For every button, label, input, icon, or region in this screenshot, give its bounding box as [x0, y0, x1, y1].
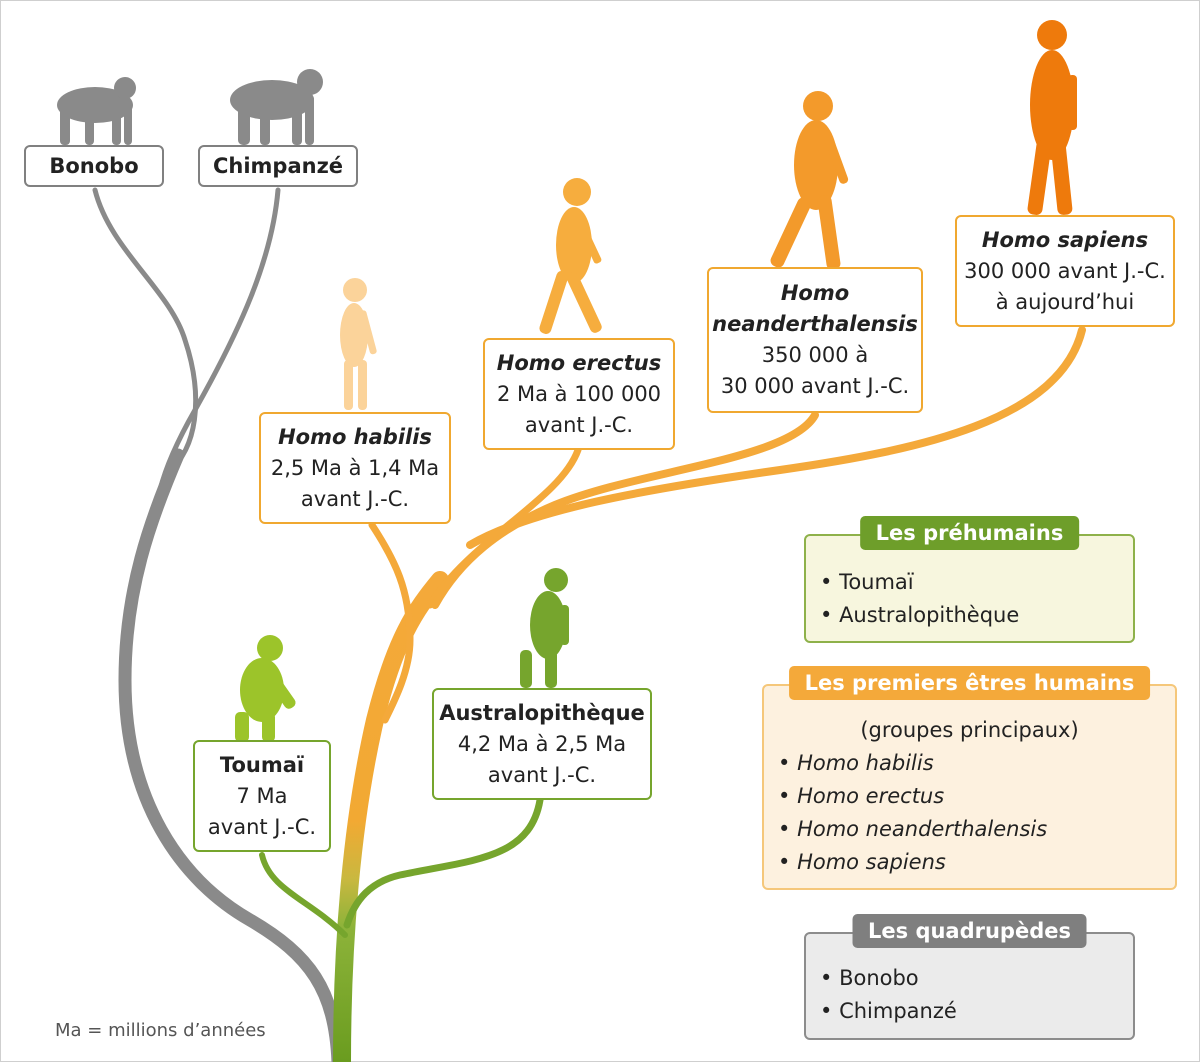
- branch-gray-stem: [118, 448, 345, 1062]
- node-homo-erectus-name: Homo erectus: [496, 350, 662, 375]
- node-homo-habilis-name: Homo habilis: [278, 424, 432, 449]
- node-chimpanze: Chimpanzé: [198, 145, 358, 187]
- node-homo-sapiens-date2: à aujourd’hui: [995, 289, 1135, 314]
- node-homo-sapiens: Homo sapiens 300 000 avant J.-C. à aujou…: [955, 215, 1175, 327]
- branch-hominines: [259, 326, 1086, 1062]
- node-homo-erectus-date2: avant J.-C.: [524, 412, 634, 437]
- legend-premiers-humains: Les premiers êtres humains (groupes prin…: [762, 666, 1177, 890]
- node-bonobo-name: Bonobo: [49, 153, 139, 178]
- node-toumai-name: Toumaï: [219, 752, 305, 777]
- legend-premiers-humains-item: Homo habilis: [778, 747, 1047, 780]
- node-bonobo: Bonobo: [24, 145, 164, 187]
- node-toumai-date2: avant J.-C.: [207, 814, 317, 839]
- node-homo-habilis-date1: 2,5 Ma à 1,4 Ma: [270, 455, 440, 480]
- legend-quadrupedes-item: Chimpanzé: [820, 995, 957, 1028]
- legend-quadrupedes: Les quadrupèdes Bonobo Chimpanzé: [804, 914, 1135, 1040]
- homo-habilis-silhouette-icon: [340, 278, 377, 410]
- legend-quadrupedes-item: Bonobo: [820, 962, 957, 995]
- australopitheque-silhouette-icon: [520, 568, 569, 688]
- legend-prehumains-title: Les préhumains: [859, 516, 1080, 550]
- node-homo-habilis: Homo habilis 2,5 Ma à 1,4 Ma avant J.-C.: [259, 412, 451, 524]
- chimpanze-silhouette-icon: [230, 69, 323, 145]
- node-homo-erectus-date1: 2 Ma à 100 000: [496, 381, 662, 406]
- node-homo-neanderthalensis-name1: Homo: [780, 281, 850, 305]
- legend-premiers-humains-item: Homo erectus: [778, 780, 1047, 813]
- footnote: Ma = millions d’années: [55, 1020, 266, 1041]
- legend-premiers-humains-item: Homo neanderthalensis: [778, 813, 1047, 846]
- branch-homo-neanderthalensis: [431, 411, 819, 609]
- branch-bonobo: [92, 187, 199, 473]
- legend-premiers-humains-item: Homo sapiens: [778, 846, 1047, 879]
- node-homo-sapiens-name: Homo sapiens: [981, 227, 1149, 252]
- node-toumai-date1: 7 Ma: [236, 783, 288, 808]
- branch-homo-sapiens: [466, 326, 1086, 549]
- legend-quadrupedes-title: Les quadrupèdes: [852, 914, 1087, 948]
- legend-prehumains: Les préhumains Toumaï Australopithèque: [804, 516, 1135, 643]
- legend-prehumains-item: Australopithèque: [820, 599, 1019, 632]
- bonobo-silhouette-icon: [57, 77, 136, 145]
- node-homo-sapiens-date1: 300 000 avant J.-C.: [964, 258, 1166, 283]
- trunk: [333, 571, 449, 1062]
- node-chimpanze-name: Chimpanzé: [212, 153, 344, 178]
- homo-neanderthalensis-silhouette-icon: [770, 91, 849, 270]
- branch-toumai: [259, 852, 348, 938]
- node-homo-habilis-date2: avant J.-C.: [300, 486, 410, 511]
- node-australopitheque-date2: avant J.-C.: [487, 762, 597, 787]
- node-australopitheque: Australopithèque 4,2 Ma à 2,5 Ma avant J…: [432, 688, 652, 800]
- toumai-silhouette-icon: [235, 635, 296, 742]
- node-homo-neanderthalensis: Homo neanderthalensis 350 000 à 30 000 a…: [707, 267, 923, 413]
- node-homo-neanderthalensis-date2: 30 000 avant J.-C.: [720, 374, 910, 398]
- node-australopitheque-date1: 4,2 Ma à 2,5 Ma: [457, 731, 627, 756]
- legend-premiers-humains-subtitle: (groupes principaux): [860, 718, 1079, 742]
- branch-quadrupedes: [92, 187, 345, 1062]
- node-homo-erectus: Homo erectus 2 Ma à 100 000 avant J.-C.: [483, 338, 675, 450]
- legend-prehumains-item: Toumaï: [820, 566, 1019, 599]
- node-australopitheque-name: Australopithèque: [439, 700, 645, 725]
- node-homo-neanderthalensis-name2: neanderthalensis: [712, 312, 918, 336]
- legend-premiers-humains-title: Les premiers êtres humains: [788, 666, 1151, 700]
- branch-australopitheque: [343, 796, 544, 929]
- node-toumai: Toumaï 7 Ma avant J.-C.: [193, 740, 331, 852]
- homo-sapiens-silhouette-icon: [1027, 20, 1077, 215]
- branch-homo-habilis: [368, 521, 414, 724]
- node-homo-neanderthalensis-date1: 350 000 à: [761, 343, 869, 367]
- homo-erectus-silhouette-icon: [539, 178, 602, 334]
